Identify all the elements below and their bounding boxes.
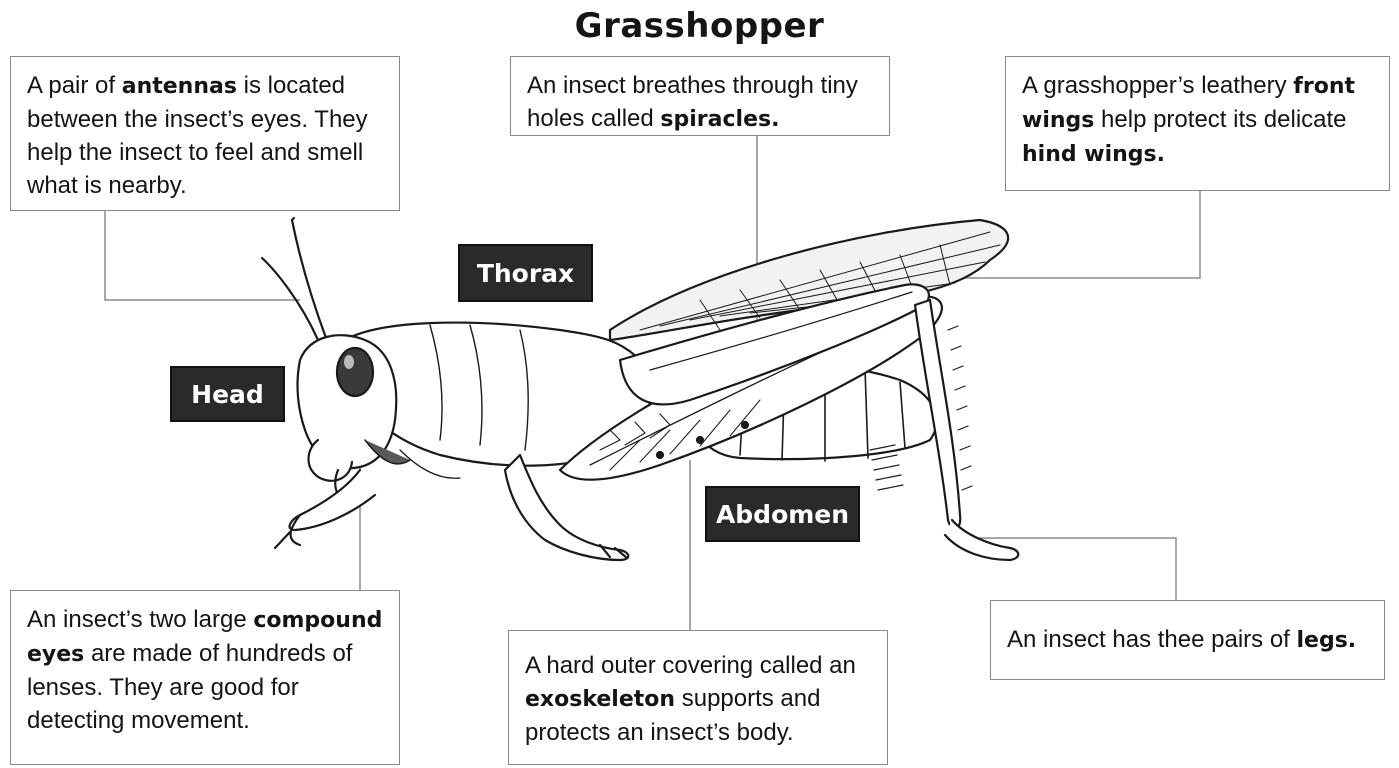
thorax-label: Thorax	[458, 244, 593, 302]
callout-wings-pre: A grasshopper’s leathery	[1022, 72, 1293, 99]
callout-legs-key: legs.	[1297, 628, 1357, 653]
callout-compound-eyes: An insect’s two large compound eyes are …	[10, 590, 400, 765]
callout-spiracles: An insect breathes through tiny holes ca…	[510, 56, 890, 136]
callout-antennas: A pair of antennas is located between th…	[10, 56, 400, 211]
callout-antennas-key: antennas	[122, 74, 237, 99]
callout-antennas-pre: A pair of	[27, 72, 122, 99]
callout-legs-pre: An insect has thee pairs of	[1007, 626, 1297, 653]
callout-wings-key2: hind wings.	[1022, 142, 1165, 167]
callout-spiracles-key: spiracles.	[660, 107, 779, 132]
callout-exoskeleton-key: exoskeleton	[525, 687, 675, 712]
callout-wings: A grasshopper’s leathery front wings hel…	[1005, 56, 1390, 191]
callout-wings-mid: help protect its delicate	[1094, 106, 1346, 133]
callout-eyes-pre: An insect’s two large	[27, 606, 253, 633]
callout-exoskeleton-pre: A hard outer covering called an	[525, 652, 856, 679]
callout-exoskeleton: A hard outer covering called an exoskele…	[508, 630, 888, 765]
callout-legs: An insect has thee pairs of legs.	[990, 600, 1385, 680]
abdomen-label: Abdomen	[705, 486, 860, 542]
head-label: Head	[170, 366, 285, 422]
grasshopper-drawing	[262, 218, 1018, 560]
